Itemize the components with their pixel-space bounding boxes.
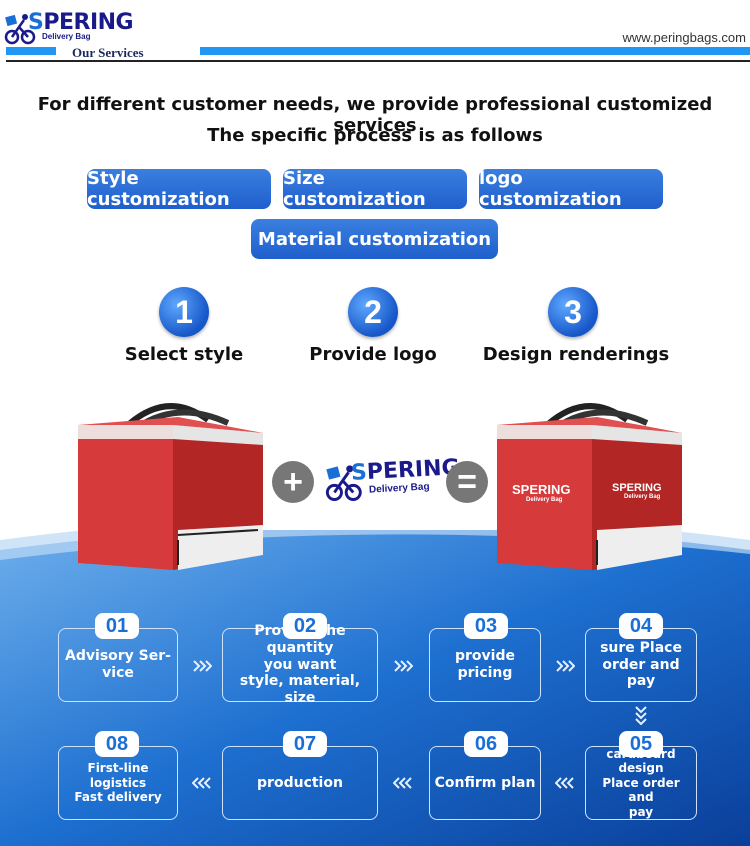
step-1-badge: 1 — [159, 287, 209, 337]
logo-wordmark: SPERING — [28, 10, 134, 35]
flow-step-01-text: Advisory Ser- vice — [65, 648, 171, 681]
flow-num-04: 04 — [619, 613, 663, 639]
flow-step-06-text: Confirm plan — [434, 774, 536, 791]
chevron-right-icon — [394, 660, 413, 672]
flow-step-08: First-line logistics Fast delivery — [58, 746, 178, 820]
option-logo-customization[interactable]: logo customization — [479, 168, 663, 210]
center-logo-tagline: Delivery Bag — [368, 481, 430, 496]
headline-line2: The specific process is as follows — [207, 125, 543, 146]
chevron-left-icon — [393, 777, 412, 789]
bike-rider-icon — [4, 14, 36, 45]
plain-bag-image — [78, 403, 263, 570]
logo-tagline: Delivery Bag — [42, 32, 91, 41]
flow-step-04-text: sure Place order and pay — [600, 639, 682, 690]
flow-step-04: sure Place order and pay — [585, 628, 697, 702]
flow-step-08-text: First-line logistics Fast delivery — [74, 761, 162, 805]
flow-num-03: 03 — [464, 613, 508, 639]
center-logo: SPERING Delivery Bag — [325, 455, 460, 508]
option-style-customization[interactable]: Style customization — [87, 168, 271, 210]
step-3-badge: 3 — [548, 287, 598, 337]
flow-step-02: Provide the quantity you want style, mat… — [222, 623, 378, 706]
chevron-left-icon — [555, 777, 574, 789]
flow-step-05-text: cardboard design Place order and pay — [602, 747, 680, 819]
flow-num-05: 05 — [619, 731, 663, 757]
equals-icon: = — [446, 461, 488, 503]
flow-step-07: production — [222, 746, 378, 820]
chevron-right-icon — [193, 660, 212, 672]
bag-front-logo: SPERING Delivery Bag — [512, 482, 571, 503]
step-2-label: Provide logo — [309, 344, 437, 365]
plus-icon: + — [272, 461, 314, 503]
branded-bag-image — [497, 403, 682, 570]
center-logo-wordmark: SPERING — [350, 455, 461, 486]
headline-line1: For different customer needs, we provide… — [37, 94, 713, 136]
header-accent-bar — [6, 47, 56, 55]
option-material-customization[interactable]: Material customization — [251, 219, 498, 259]
flow-step-05: cardboard design Place order and pay — [585, 746, 697, 820]
website-url[interactable]: www.peringbags.com — [622, 30, 746, 45]
flow-step-06: Confirm plan — [429, 746, 541, 820]
chevron-down-icon — [635, 706, 647, 725]
flow-num-02: 02 — [283, 613, 327, 639]
section-title: Our Services — [72, 45, 144, 60]
flow-num-06: 06 — [464, 731, 508, 757]
flow-step-07-text: production — [257, 774, 343, 791]
flow-num-08: 08 — [95, 731, 139, 757]
flow-step-03-text: provide pricing — [455, 648, 515, 681]
option-size-customization[interactable]: Size customization — [283, 168, 467, 210]
bag-side-logo: SPERING Delivery Bag — [612, 482, 662, 500]
flow-step-01: Advisory Ser- vice — [58, 628, 178, 702]
chevron-left-icon — [192, 777, 211, 789]
page-header: SPERING Delivery Bag Our Services www.pe… — [0, 0, 750, 66]
flow-num-01: 01 — [95, 613, 139, 639]
bike-rider-icon — [325, 465, 362, 501]
header-blue-bar — [200, 47, 750, 55]
flow-num-07: 07 — [283, 731, 327, 757]
header-divider — [6, 60, 750, 62]
chevron-right-icon — [556, 660, 575, 672]
brand-logo[interactable]: SPERING Delivery Bag — [0, 0, 150, 66]
step-1-label: Select style — [124, 344, 244, 365]
flow-step-03: provide pricing — [429, 628, 541, 702]
step-3-label: Design renderings — [482, 344, 670, 365]
step-2-badge: 2 — [348, 287, 398, 337]
